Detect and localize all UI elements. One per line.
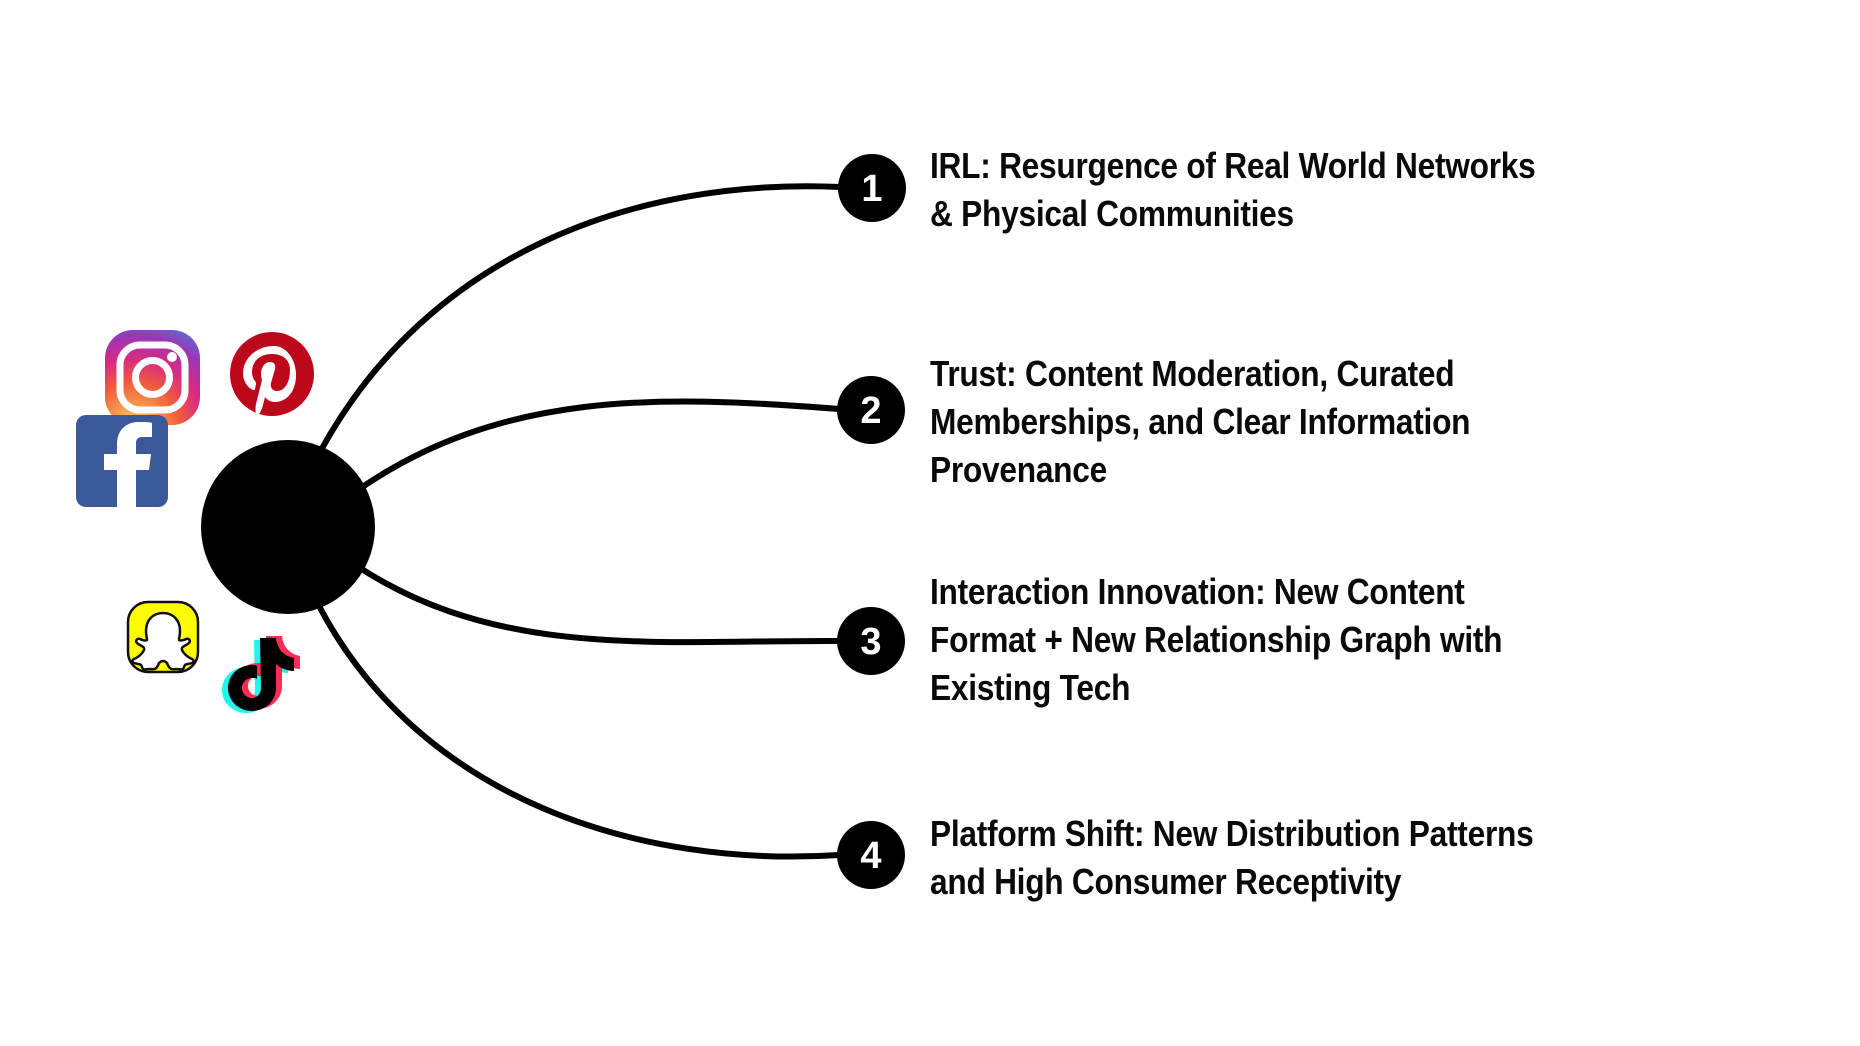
hub-circle[interactable] <box>201 440 375 614</box>
node-4[interactable]: 4 <box>837 821 905 889</box>
node-3[interactable]: 3 <box>837 607 905 675</box>
instagram-icon[interactable] <box>105 330 200 425</box>
node-3-number: 3 <box>860 621 881 663</box>
connector-group <box>315 183 843 860</box>
connector-3 <box>354 563 842 646</box>
facebook-icon[interactable] <box>76 415 168 507</box>
node-1-number: 1 <box>861 168 882 210</box>
branch-label-2: Trust: Content Moderation, Curated Membe… <box>930 353 1471 490</box>
connector-2 <box>352 398 842 495</box>
branch-label-4: Platform Shift: New Distribution Pattern… <box>930 813 1534 902</box>
node-1[interactable]: 1 <box>838 154 906 222</box>
connector-4 <box>315 601 842 860</box>
tiktok-icon[interactable] <box>222 636 300 713</box>
node-2[interactable]: 2 <box>837 376 905 444</box>
node-4-number: 4 <box>860 835 881 877</box>
connector-1 <box>317 183 843 455</box>
branch-label-1: IRL: Resurgence of Real World Networks &… <box>930 145 1536 234</box>
snapchat-icon[interactable] <box>126 600 200 674</box>
pinterest-icon[interactable] <box>230 332 314 417</box>
branch-label-3: Interaction Innovation: New Content Form… <box>930 571 1503 708</box>
node-2-number: 2 <box>860 390 881 432</box>
